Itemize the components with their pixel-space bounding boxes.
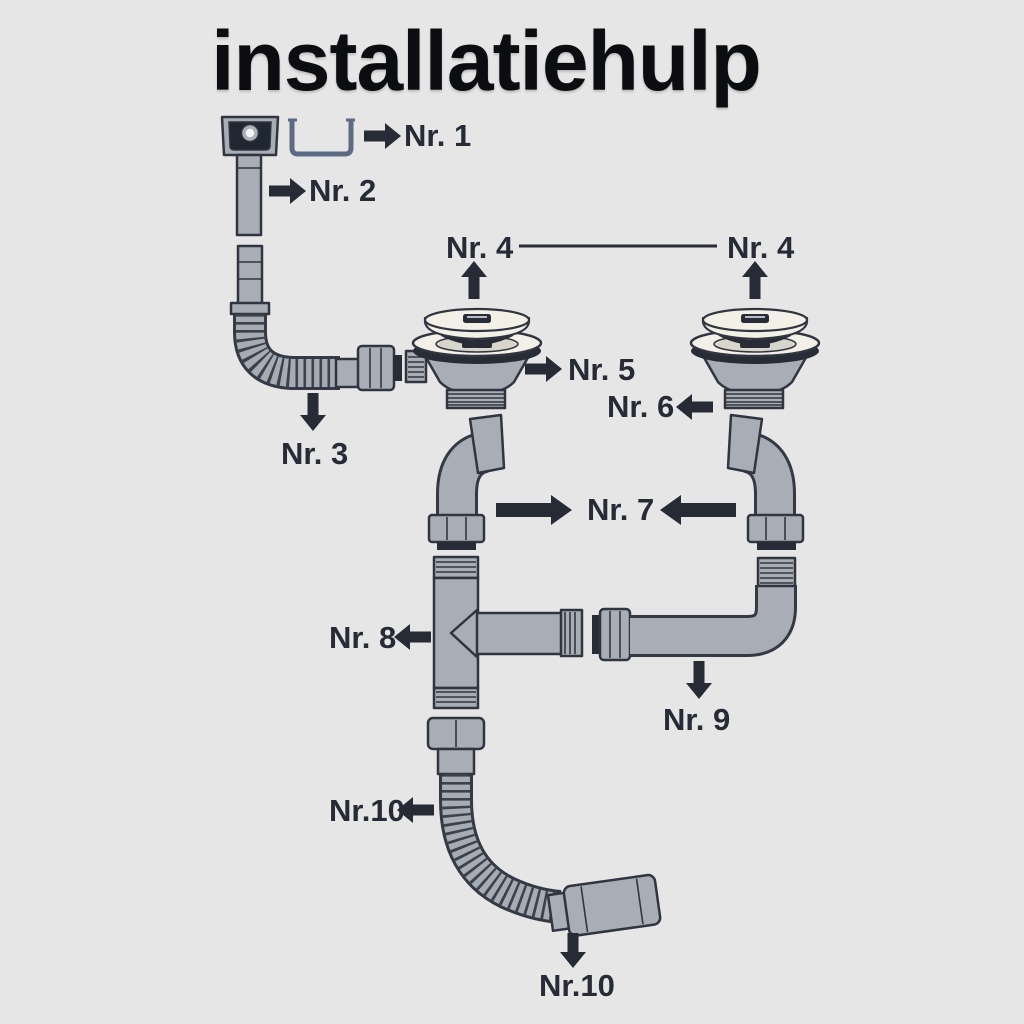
- sink-strainer-left: [404, 307, 543, 410]
- arrow-up-nr4-left: [461, 261, 487, 299]
- horizontal-pipe-right: [630, 556, 797, 657]
- overflow-cover: [220, 115, 280, 157]
- arrow-down-nr3: [300, 393, 326, 431]
- bottom-nut: [426, 716, 486, 776]
- elbow-left-upper: [427, 413, 506, 550]
- arrow-right-nr2: [269, 178, 306, 204]
- arrow-left-nr7: [660, 495, 736, 525]
- arrow-up-nr4-right: [742, 261, 768, 299]
- label-nr10-bottom: Nr.10: [539, 968, 615, 1003]
- hose-end-fitting: [546, 873, 662, 937]
- arrow-left-nr6: [676, 394, 713, 420]
- label-nr7: Nr. 7: [587, 492, 654, 527]
- flexible-hose-bottom: [439, 774, 562, 924]
- label-nr9: Nr. 9: [663, 702, 730, 737]
- connector-nut-middle: [592, 607, 632, 662]
- label-nr3: Nr. 3: [281, 436, 348, 471]
- label-nr1: Nr. 1: [404, 118, 471, 153]
- elbow-right-upper: [726, 413, 805, 550]
- label-nr6: Nr. 6: [607, 389, 674, 424]
- sink-strainer-right: [689, 307, 821, 410]
- arrow-left-nr10: [397, 797, 434, 823]
- arrow-right-nr1: [364, 123, 401, 149]
- arrow-right-nr7: [496, 495, 572, 525]
- mounting-bracket-icon: [288, 118, 355, 157]
- label-nr8: Nr. 8: [329, 620, 396, 655]
- overflow-pipe: [235, 153, 263, 237]
- label-nr2: Nr. 2: [309, 173, 376, 208]
- arrow-down-nr10-bottom: [560, 933, 586, 968]
- tee-pipe: [432, 555, 584, 710]
- arrow-right-nr5: [525, 356, 562, 382]
- flexible-hose-top: [229, 244, 364, 390]
- label-nr4-right: Nr. 4: [727, 230, 795, 265]
- label-nr10-left: Nr.10: [329, 793, 405, 828]
- hose-nut-top: [356, 344, 402, 392]
- arrow-down-nr9: [686, 661, 712, 699]
- page-title: installatiehulp: [211, 14, 761, 108]
- arrow-left-nr8: [394, 624, 431, 650]
- label-nr4-left: Nr. 4: [446, 230, 514, 265]
- label-nr5: Nr. 5: [568, 352, 635, 387]
